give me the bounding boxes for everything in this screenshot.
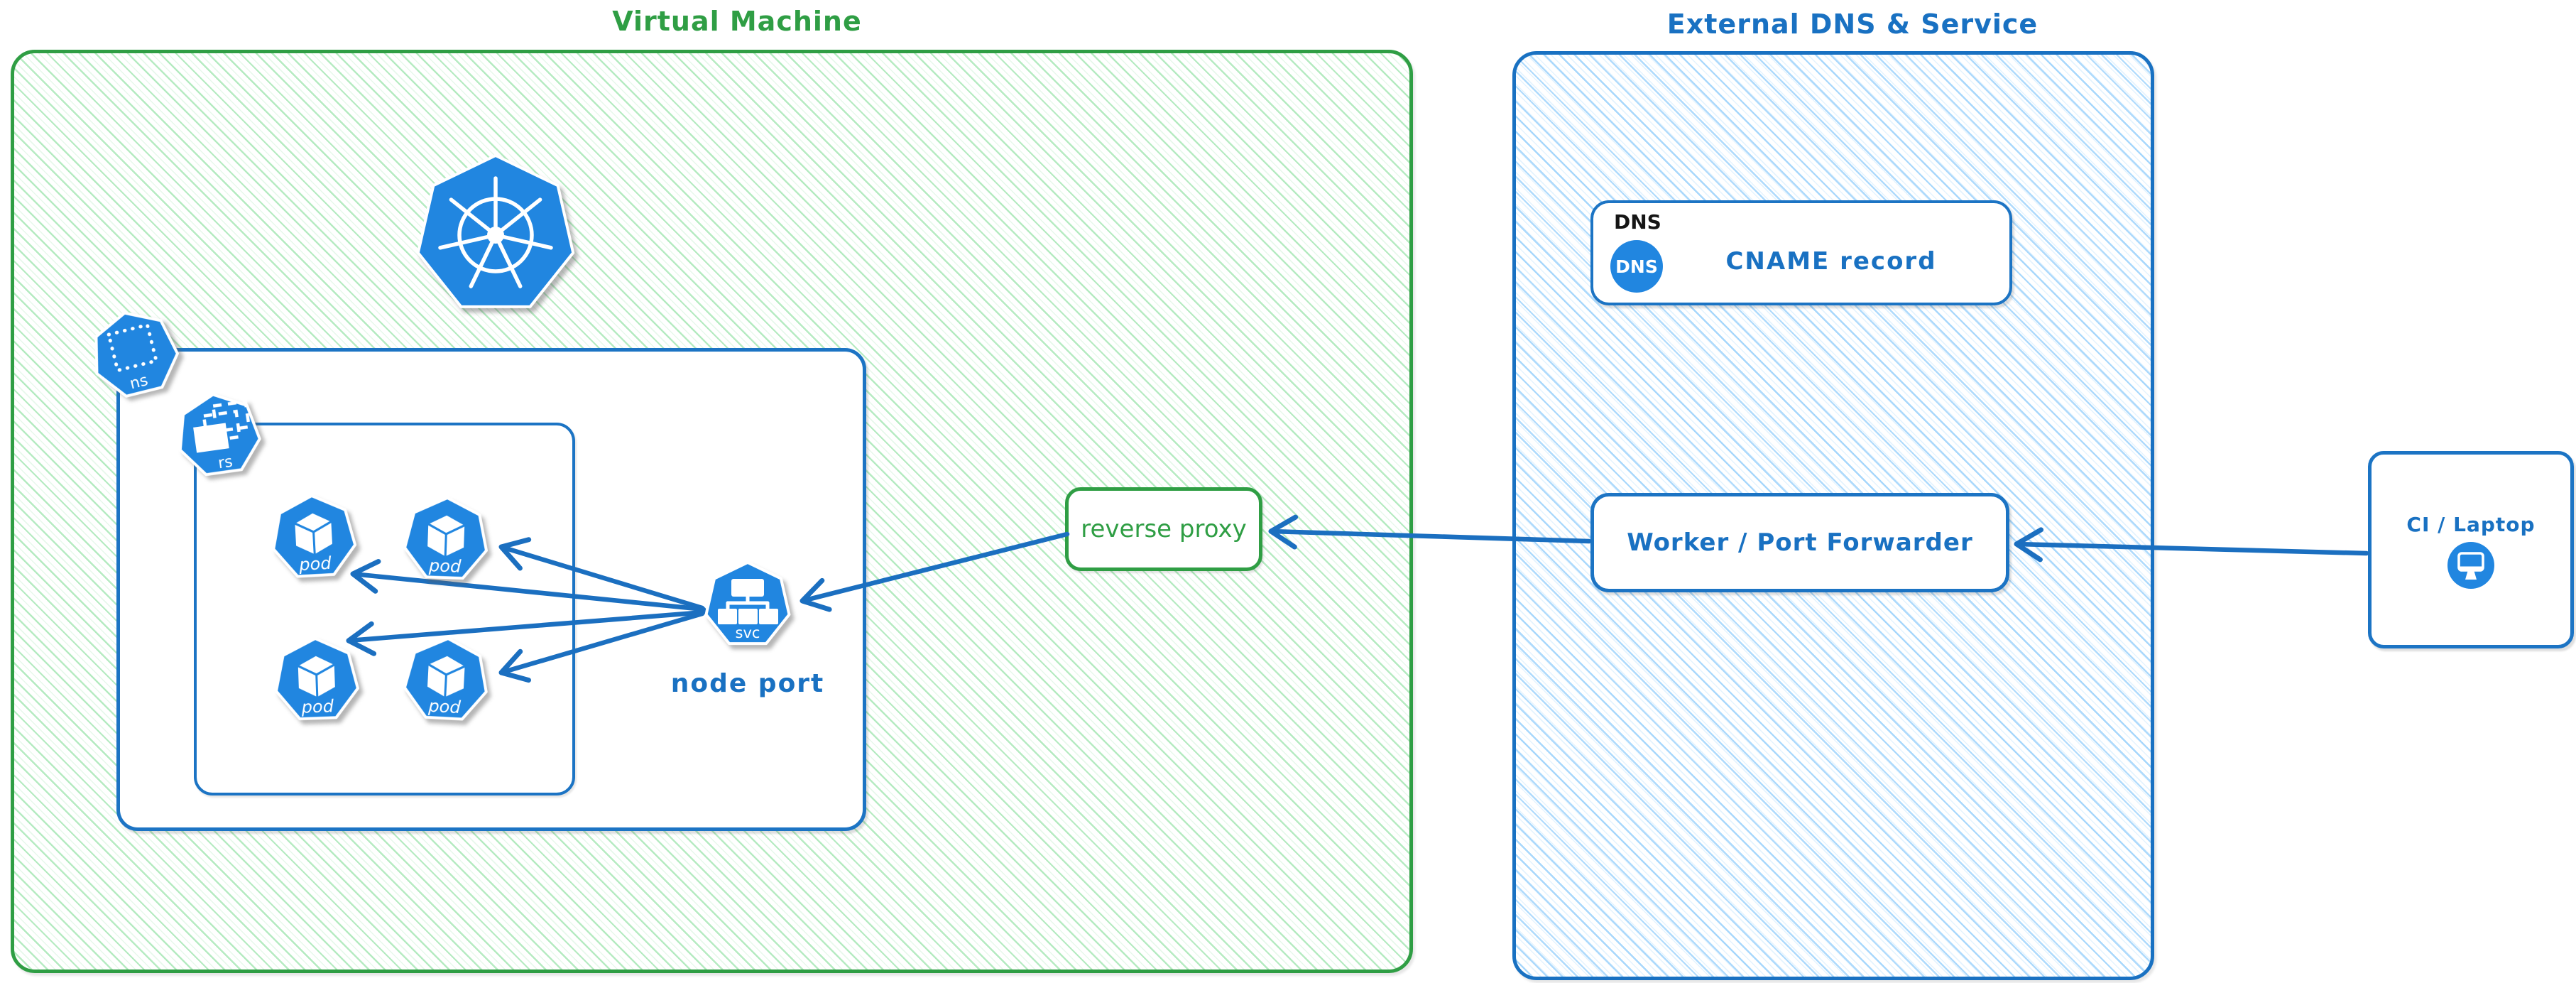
reverse-proxy-box: reverse proxy bbox=[1065, 487, 1262, 571]
dns-icon-label: DNS bbox=[1615, 256, 1658, 277]
dns-tag-label: DNS bbox=[1614, 210, 1661, 234]
cname-record-label: CNAME record bbox=[1725, 247, 1937, 276]
external-dns-service-title: External DNS & Service bbox=[1666, 9, 2039, 40]
virtual-machine-title: Virtual Machine bbox=[612, 6, 862, 37]
reverse-proxy-label: reverse proxy bbox=[1081, 515, 1247, 543]
worker-port-forwarder-label: Worker / Port Forwarder bbox=[1627, 528, 1973, 557]
dns-icon: DNS bbox=[1610, 240, 1663, 293]
worker-port-forwarder-box: Worker / Port Forwarder bbox=[1590, 493, 2009, 592]
monitor-icon bbox=[2447, 542, 2494, 589]
ci-laptop-box: CI / Laptop bbox=[2368, 451, 2574, 648]
dns-cname-card: DNS DNS CNAME record bbox=[1590, 200, 2012, 305]
monitor-icon-glyph bbox=[2457, 552, 2484, 580]
replicaset-box bbox=[194, 423, 575, 795]
ci-laptop-label: CI / Laptop bbox=[2406, 513, 2536, 536]
node-port-label: node port bbox=[670, 669, 825, 698]
